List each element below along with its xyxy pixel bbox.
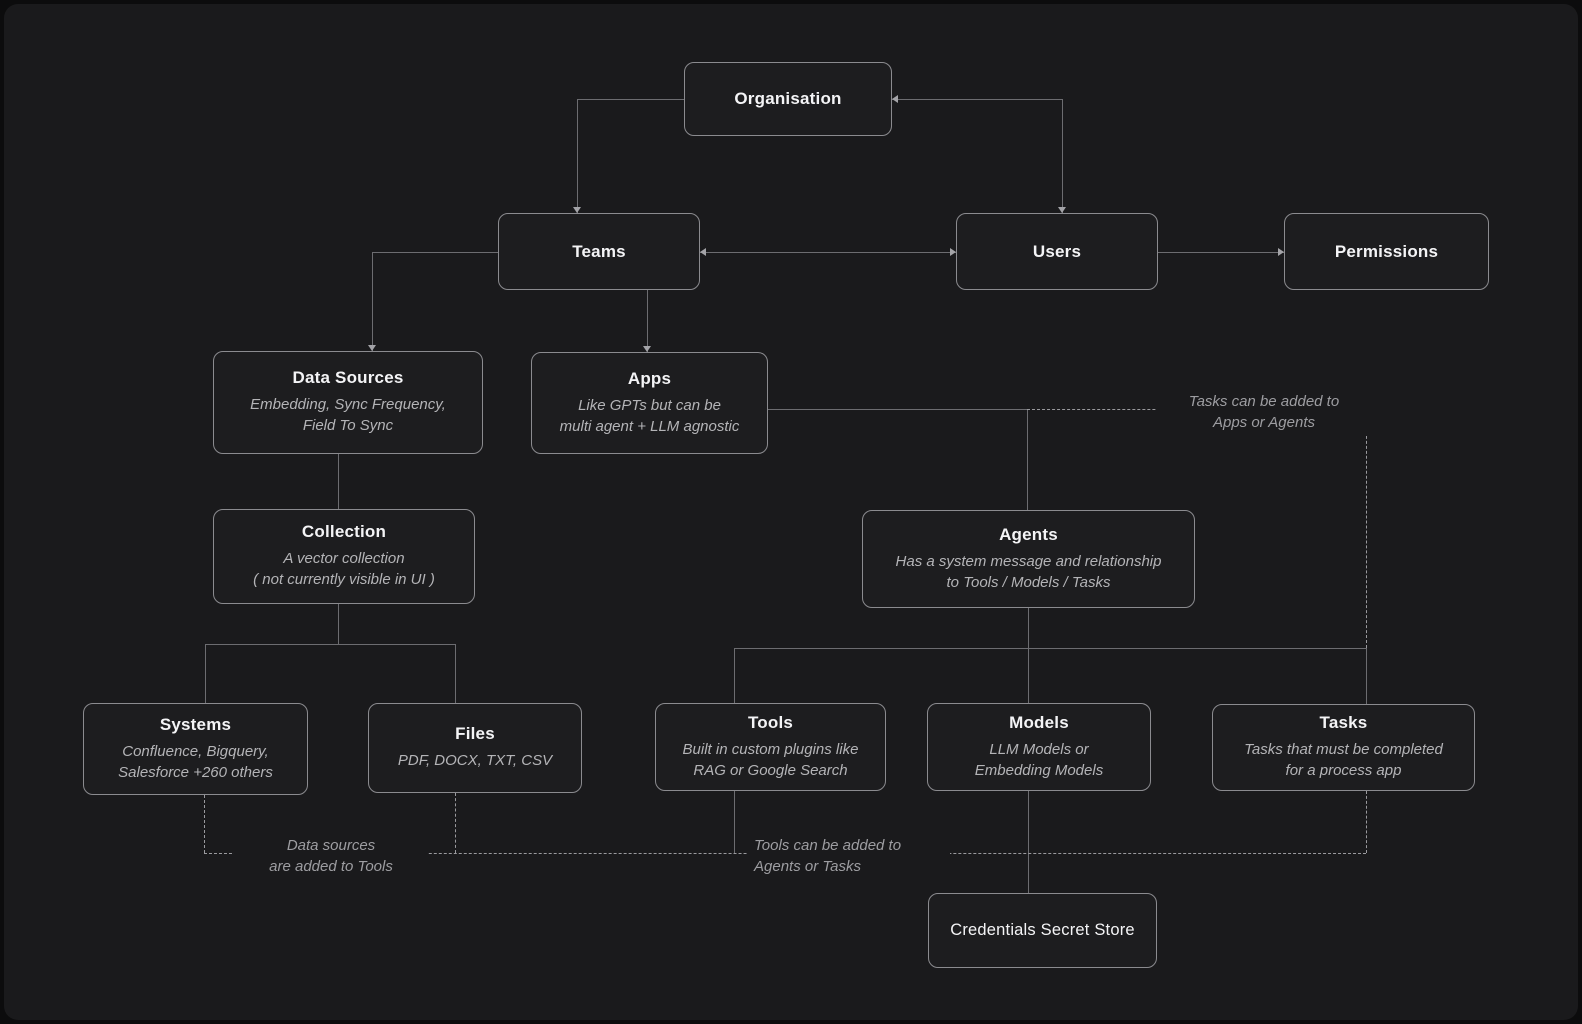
node-models-subtitle: LLM Models or Embedding Models — [974, 740, 1104, 779]
node-apps-title: Apps — [627, 368, 672, 388]
connector-organisation-teams-v — [577, 99, 578, 213]
node-files-subtitle: PDF, DOCX, TXT, CSV — [397, 752, 553, 770]
connector-branch-files — [455, 644, 456, 703]
node-credentials-secret-store-title: Credentials Secret Store — [950, 921, 1135, 939]
connector-apps-agents-v — [1027, 409, 1028, 510]
node-collection-subtitle: A vector collection ( not currently visi… — [253, 550, 435, 588]
node-files: Files PDF, DOCX, TXT, CSV — [368, 703, 582, 793]
arrowhead-into-teams-top — [573, 207, 581, 213]
arrowhead-into-teams-right — [700, 248, 706, 256]
node-credentials-secret-store: Credentials Secret Store — [928, 893, 1157, 968]
node-data-sources-title: Data Sources — [292, 368, 404, 388]
connector-teams-datasources-v — [372, 252, 373, 351]
node-data-sources-subtitle: Embedding, Sync Frequency, Field To Sync — [250, 396, 446, 434]
arrowhead-into-datasources-top — [368, 345, 376, 351]
arrowhead-into-users-left — [950, 248, 956, 256]
node-systems: Systems Confluence, Bigquery, Salesforce… — [83, 703, 308, 795]
dashed-tasks-apps-agents-v — [1366, 411, 1367, 648]
node-users-title: Users — [1032, 241, 1082, 261]
connector-agents-branch-h — [734, 648, 1366, 649]
node-collection-title: Collection — [301, 522, 387, 542]
connector-agents-branch-v — [1028, 608, 1029, 648]
annotation-data-sources-added: Data sources are added to Tools — [234, 833, 428, 880]
connector-organisation-teams-h — [577, 99, 684, 100]
node-systems-title: Systems — [159, 714, 232, 734]
arrowhead-into-organisation-right — [892, 95, 898, 103]
connector-branch-models — [1028, 648, 1029, 703]
dashed-files-stub — [455, 793, 456, 853]
connector-teams-apps — [647, 290, 648, 352]
annotation-tasks-can-be-added: Tasks can be added to Apps or Agents — [1156, 389, 1372, 436]
connector-tools-stub — [734, 791, 735, 853]
annotation-tools-can-be-added: Tools can be added to Agents or Tasks — [748, 833, 950, 880]
connector-teams-users — [700, 252, 956, 253]
connector-branch-tasks — [1366, 648, 1367, 704]
node-tasks-title: Tasks — [1319, 713, 1368, 733]
connector-collection-branch-h — [205, 644, 455, 645]
connector-organisation-users-v — [1062, 99, 1063, 213]
node-tools-title: Tools — [747, 712, 794, 732]
node-systems-subtitle: Confluence, Bigquery, Salesforce +260 ot… — [118, 742, 273, 781]
connector-users-permissions — [1158, 252, 1284, 253]
node-users: Users — [956, 213, 1158, 290]
connector-branch-tools — [734, 648, 735, 703]
node-agents-subtitle: Has a system message and relationship to… — [895, 552, 1162, 591]
connector-branch-systems — [205, 644, 206, 703]
arrowhead-into-apps-top — [643, 346, 651, 352]
arrowhead-into-users-top — [1058, 207, 1066, 213]
node-agents: Agents Has a system message and relation… — [862, 510, 1195, 608]
connector-collection-branch-v — [338, 604, 339, 644]
node-collection: Collection A vector collection ( not cur… — [213, 509, 475, 604]
node-tasks-subtitle: Tasks that must be completed for a proce… — [1244, 741, 1443, 779]
node-data-sources: Data Sources Embedding, Sync Frequency, … — [213, 351, 483, 454]
node-agents-title: Agents — [999, 524, 1058, 544]
node-organisation: Organisation — [684, 62, 892, 136]
connector-datasources-collection — [338, 454, 339, 509]
dashed-systems-stub — [204, 795, 205, 853]
node-teams-title: Teams — [572, 241, 626, 261]
node-permissions-title: Permissions — [1334, 241, 1439, 261]
node-tasks: Tasks Tasks that must be completed for a… — [1212, 704, 1475, 791]
dashed-tasks-stub — [1366, 791, 1367, 853]
arrowhead-into-permissions-left — [1278, 248, 1284, 256]
node-files-title: Files — [455, 724, 495, 744]
node-models-title: Models — [1009, 712, 1069, 732]
node-apps-subtitle: Like GPTs but can be multi agent + LLM a… — [559, 396, 740, 435]
node-organisation-title: Organisation — [734, 89, 842, 108]
node-tools: Tools Built in custom plugins like RAG o… — [655, 703, 886, 791]
node-tools-subtitle: Built in custom plugins like RAG or Goog… — [682, 740, 859, 779]
node-models: Models LLM Models or Embedding Models — [927, 703, 1151, 791]
node-teams: Teams — [498, 213, 700, 290]
connector-models-credentials — [1028, 791, 1029, 893]
connector-apps-agents-h — [768, 409, 1027, 410]
connector-organisation-users-h — [892, 99, 1062, 100]
node-apps: Apps Like GPTs but can be multi agent + … — [531, 352, 768, 454]
connector-teams-datasources-h — [372, 252, 498, 253]
node-permissions: Permissions — [1284, 213, 1489, 290]
